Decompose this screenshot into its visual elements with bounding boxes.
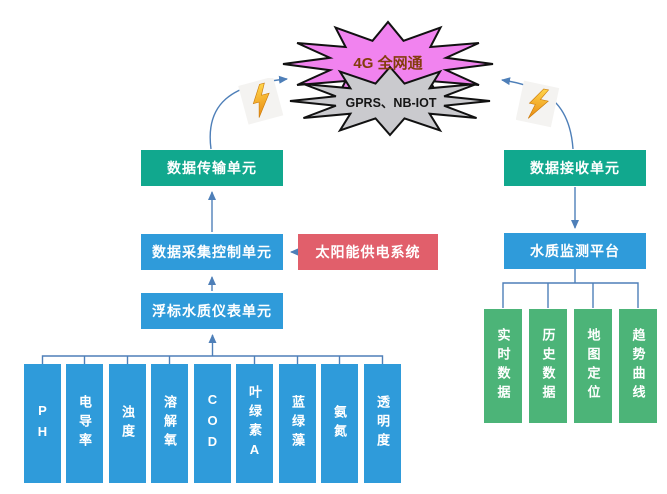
feature-box-realtime-data: 实时数据 (484, 309, 522, 423)
node-label: 浮标水质仪表单元 (152, 303, 272, 319)
node-label: 数据采集控制单元 (152, 244, 272, 260)
sensor-box-blue-green-algae: 蓝绿藻 (279, 364, 316, 483)
feature-box-trend-curve: 趋势曲线 (619, 309, 657, 423)
burst-gprs-label: GPRS、NB-IOT (345, 96, 437, 110)
sensor-box-ph: PH (24, 364, 61, 483)
feature-box-map-location: 地图定位 (574, 309, 612, 423)
sensor-box-conductivity: 电导率 (66, 364, 103, 483)
burst-4g-label: 4G 全网通 (353, 55, 423, 72)
sensor-box-dissolved-oxygen: 溶解氧 (151, 364, 188, 483)
feature-label: 历史数据 (540, 328, 556, 404)
lightning-icon-right (516, 80, 560, 128)
sensor-label: 透明度 (375, 395, 390, 452)
sensor-label: 叶绿素A (247, 384, 262, 463)
sensor-label: 电导率 (77, 395, 92, 452)
sensor-box-cod: COD (194, 364, 231, 483)
sensor-label: 溶解氧 (162, 395, 177, 452)
node-label: 水质监测平台 (530, 243, 620, 259)
node-data-acquisition-control-unit: 数据采集控制单元 (141, 234, 283, 270)
lightning-icon-left (238, 78, 284, 125)
burst-shapes (282, 20, 494, 137)
sensor-label: COD (205, 392, 220, 455)
node-buoy-instrument-unit: 浮标水质仪表单元 (141, 293, 283, 329)
node-solar-power-system: 太阳能供电系统 (298, 234, 438, 270)
feature-box-history-data: 历史数据 (529, 309, 567, 423)
sensor-label: PH (35, 402, 50, 445)
feature-label: 地图定位 (585, 328, 601, 404)
sensor-label: 浊度 (120, 404, 135, 443)
feature-label: 趋势曲线 (630, 328, 646, 404)
node-data-transmission-unit: 数据传输单元 (141, 150, 283, 186)
sensor-label: 氨氮 (332, 404, 347, 443)
sensor-box-turbidity: 浊度 (109, 364, 146, 483)
sensor-box-ammonia-nitrogen: 氨氮 (321, 364, 358, 483)
node-data-receiving-unit: 数据接收单元 (504, 150, 646, 186)
node-label: 数据接收单元 (530, 160, 620, 176)
node-label: 数据传输单元 (167, 160, 257, 176)
node-water-quality-platform: 水质监测平台 (504, 233, 646, 269)
node-label: 太阳能供电系统 (315, 244, 421, 260)
network-burst (278, 16, 508, 140)
sensor-tree-connector (41, 355, 384, 364)
feature-label: 实时数据 (495, 328, 511, 404)
feature-tree-connector (502, 269, 639, 308)
sensor-label: 蓝绿藻 (290, 395, 305, 452)
burst-gprs-shape (289, 65, 491, 137)
sensor-box-transparency: 透明度 (364, 364, 401, 483)
sensor-box-chlorophyll-a: 叶绿素A (236, 364, 273, 483)
